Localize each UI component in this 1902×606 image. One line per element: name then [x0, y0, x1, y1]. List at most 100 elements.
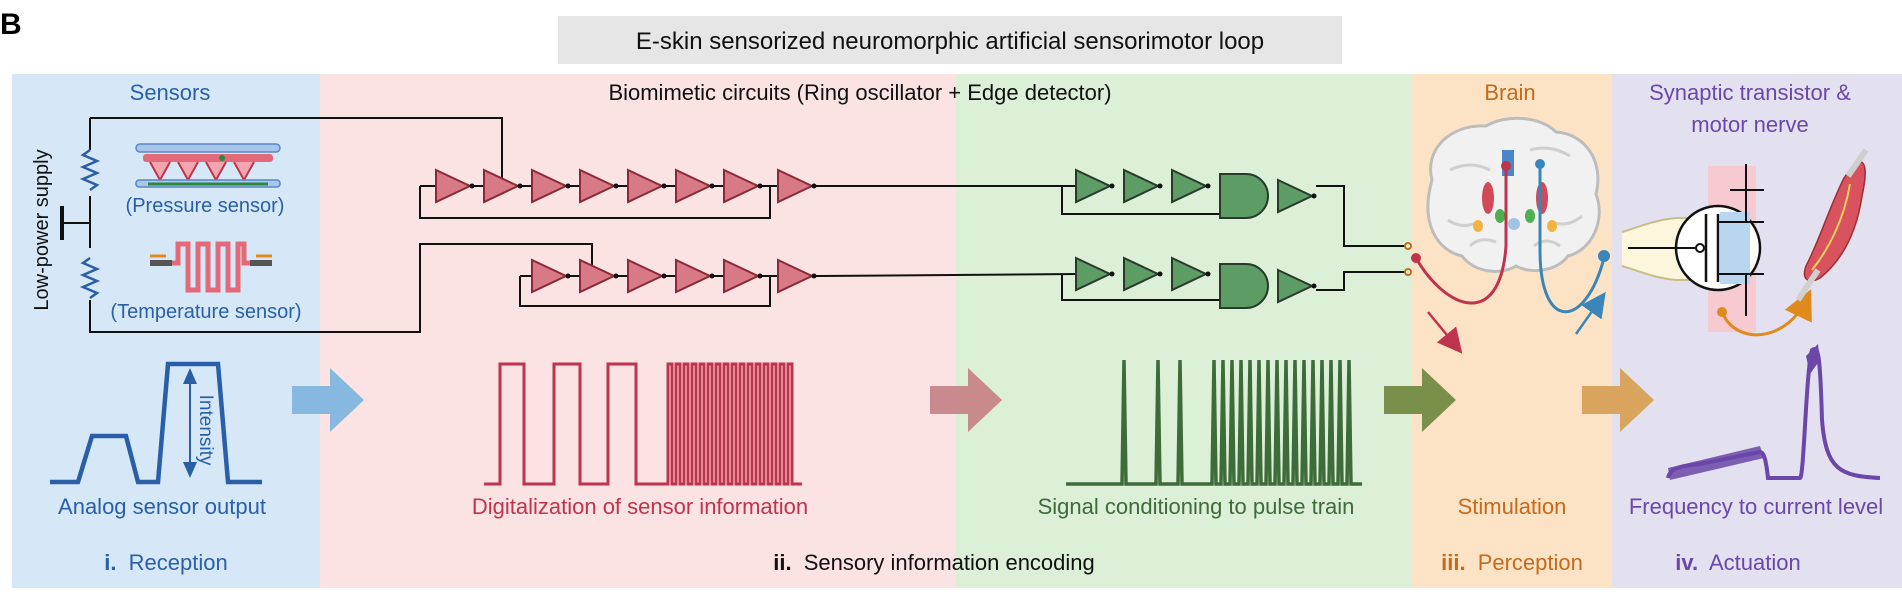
step-number-iii: iii.: [1441, 550, 1465, 575]
step-name-perception: Perception: [1478, 550, 1583, 575]
detector-buffer: [1171, 168, 1209, 204]
ring-inverter: [627, 258, 665, 294]
sensor-circuit: [60, 117, 593, 333]
pulse-train-waveform: [1066, 359, 1362, 486]
output-terminal-top: [1404, 242, 1412, 250]
ring-inverter: [483, 168, 521, 204]
detector-buffer-node: [1109, 183, 1115, 189]
output-terminal-bottom: [1404, 268, 1412, 276]
ring-inverter: [435, 168, 473, 204]
ring-inverter-node: [661, 183, 667, 189]
section-bg-encoding-green: [956, 74, 1412, 588]
ring-inverter: [723, 168, 761, 204]
motor-nerve-wire: [1720, 289, 1812, 337]
detector-buffer-node: [1205, 183, 1211, 189]
stimulation-arrow: [1427, 311, 1463, 354]
resistor-temperature: [79, 256, 101, 300]
detector-buffer: [1123, 256, 1161, 292]
ring-inverter: [675, 168, 713, 204]
ring-inverter: [627, 168, 665, 204]
ring-inverter-node: [757, 273, 763, 279]
ring-inverter: [723, 258, 761, 294]
muscle-icon: [1795, 148, 1869, 302]
detector-buffer: [1171, 256, 1209, 292]
detector-buffer: [1123, 168, 1161, 204]
brain-heading: Brain: [1484, 80, 1535, 105]
detector-buffer-node: [1157, 271, 1163, 277]
ring-inverter: [531, 258, 569, 294]
ring-inverter-node: [613, 183, 619, 189]
step-label-reception: i. Reception: [104, 550, 227, 575]
supply-label: Low-power supply: [31, 149, 53, 310]
pulse-train-label: Signal conditioning to pulse train: [1038, 494, 1355, 519]
flow-arrow-1: [292, 368, 364, 432]
detector-output-buffer-node: [1311, 193, 1317, 199]
detector-buffer: [1075, 168, 1113, 204]
circuits-heading: Biomimetic circuits (Ring oscillator + E…: [608, 80, 1111, 105]
digitalization-label: Digitalization of sensor information: [472, 494, 808, 519]
ring-inverter: [675, 258, 713, 294]
current-peak-band: [1806, 344, 1820, 374]
step-name-reception: Reception: [129, 550, 228, 575]
resistor-pressure: [79, 148, 101, 192]
lead-tip-red: [1411, 253, 1421, 263]
ring-inverter: [579, 258, 617, 294]
ring-inverter-node: [613, 273, 619, 279]
ring-inverter-node: [811, 273, 817, 279]
step-label-encoding: ii. Sensory information encoding: [773, 550, 1095, 575]
detector-output-buffer-node: [1311, 283, 1317, 289]
current-level-band: [1668, 446, 1764, 480]
section-bg-actuation: [1612, 74, 1902, 588]
ring-inverter-node: [757, 183, 763, 189]
ring-inverter: [531, 168, 569, 204]
step-name-encoding: Sensory information encoding: [804, 550, 1095, 575]
ring-inverter: [579, 168, 617, 204]
step-number-i: i.: [104, 550, 116, 575]
section-bg-encoding-red: [320, 74, 956, 588]
oscillator-to-detector-wires: [819, 185, 1406, 301]
ring-inverter-node: [661, 273, 667, 279]
flow-arrow-2: [930, 368, 1002, 432]
ring-inverter-node: [565, 183, 571, 189]
detector-output-buffer: [1277, 268, 1315, 304]
step-name-actuation: Actuation: [1709, 550, 1801, 575]
analog-output-waveform: [50, 361, 262, 485]
return-arrow: [1574, 291, 1606, 335]
and-gate-bottom: [1219, 263, 1269, 309]
ring-inverter-node: [469, 183, 475, 189]
digital-waveform: [484, 362, 802, 486]
ring-inverter-node: [565, 273, 571, 279]
detector-buffer: [1075, 256, 1113, 292]
current-level-label: Frequency to current level: [1629, 494, 1883, 519]
electrode-red: [1501, 161, 1511, 171]
diagram-title: E-skin sensorized neuromorphic artificia…: [636, 28, 1264, 55]
detector-output-buffer: [1277, 178, 1315, 214]
intensity-arrow: [183, 368, 197, 478]
step-number-ii: ii.: [773, 550, 791, 575]
ring-inverter: [777, 168, 815, 204]
sensors-heading: Sensors: [130, 80, 211, 105]
step-label-actuation: iv. Actuation: [1675, 550, 1800, 575]
pressure-sensor-label: (Pressure sensor): [126, 195, 285, 217]
and-gate-top: [1219, 173, 1269, 219]
temperature-sensor-icon: [150, 241, 272, 293]
analog-output-label: Analog sensor output: [58, 494, 266, 519]
ring-inverter-node: [709, 183, 715, 189]
temperature-sensor-label: (Temperature sensor): [110, 301, 301, 323]
detector-buffer-node: [1205, 271, 1211, 277]
step-number-iv: iv.: [1675, 550, 1698, 575]
step-label-perception: iii. Perception: [1441, 550, 1583, 575]
flow-arrow-3: [1384, 368, 1456, 432]
brain-icon: [1426, 116, 1601, 273]
intensity-label: Intensity: [195, 395, 216, 466]
ring-inverter-node: [709, 273, 715, 279]
detector-buffer-node: [1109, 271, 1115, 277]
actuation-heading-line2: motor nerve: [1691, 112, 1808, 137]
ring-inverter: [777, 258, 815, 294]
ring-inverter-node: [517, 183, 523, 189]
panel-letter: B: [0, 8, 22, 41]
title-box: [558, 16, 1342, 64]
sensing-lead-blue: [1538, 168, 1606, 314]
ring-inverter-node: [811, 183, 817, 189]
